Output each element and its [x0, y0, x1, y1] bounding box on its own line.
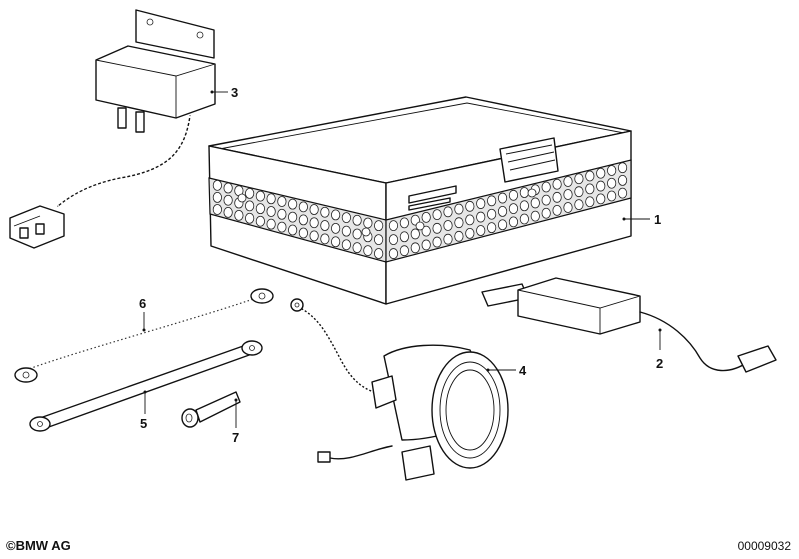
box-top-connector: [499, 137, 559, 183]
callout-6: 6: [139, 296, 146, 311]
callout-5: 5: [140, 416, 147, 431]
amplifier-box: [208, 96, 632, 305]
callout-4: 4: [519, 363, 527, 378]
pin-plug: [181, 391, 241, 428]
copyright-symbol: ©: [6, 538, 16, 553]
ground-strap-braided: [14, 288, 274, 383]
relay: [9, 9, 216, 249]
callout-leaders: [142, 90, 662, 428]
callout-1: 1: [654, 212, 661, 227]
callout-3: 3: [231, 85, 238, 100]
filter-module: [481, 277, 777, 373]
part-number: 00009032: [737, 539, 791, 553]
flat-strap: [29, 340, 263, 432]
callout-2: 2: [656, 356, 663, 371]
box-perforation-holes: [212, 162, 628, 259]
brand-name: BMW AG: [15, 538, 71, 553]
speaker-housing: [290, 298, 509, 481]
brand-label: ©BMW AG: [6, 538, 71, 553]
callout-7: 7: [232, 430, 239, 445]
